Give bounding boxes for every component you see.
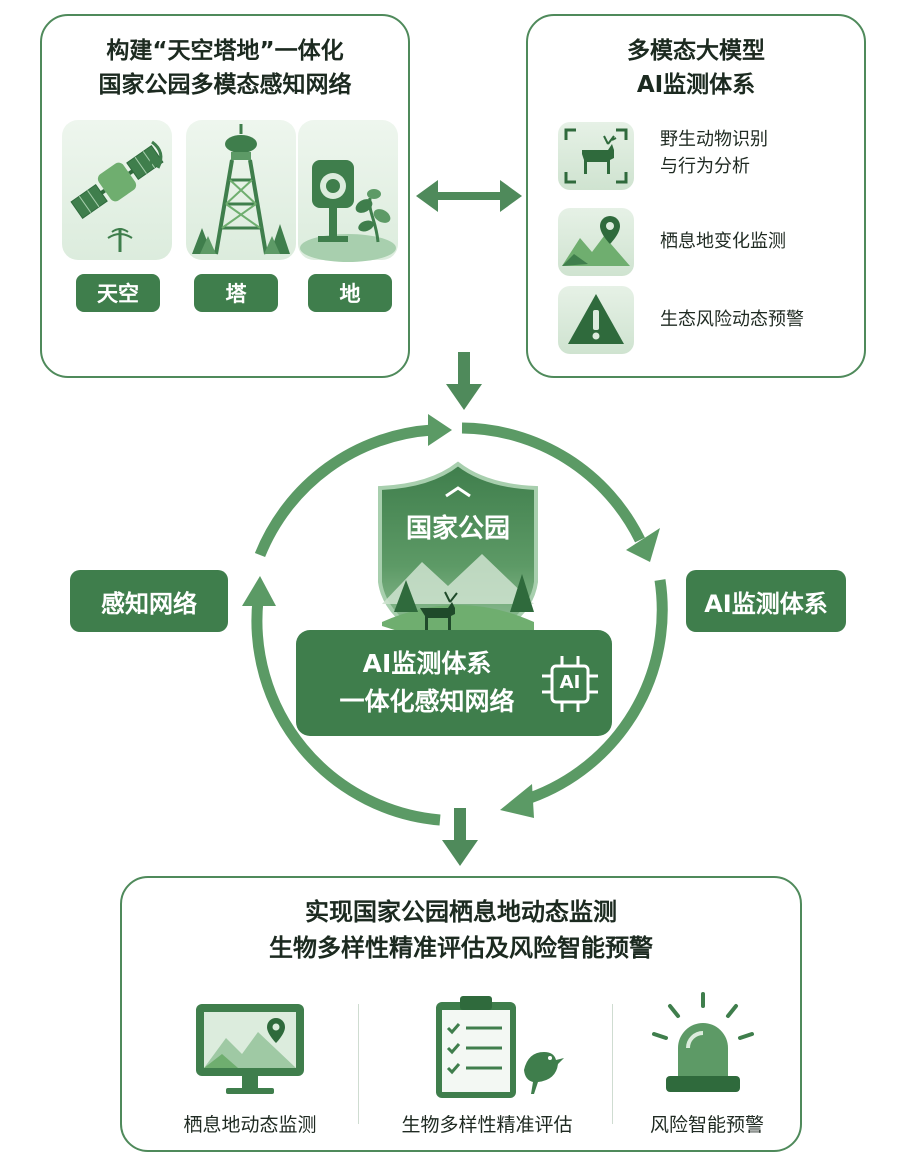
habitat-monitoring-caption: 栖息地动态监测	[183, 1114, 317, 1136]
down-arrow-to-results-icon	[442, 808, 478, 866]
ai-item-risk: 生态风险动态预警	[660, 309, 804, 330]
down-arrow-icon	[446, 352, 482, 410]
satellite-icon	[70, 140, 164, 252]
perception-title-line1: 构建“天空塔地”一体化	[106, 38, 344, 64]
sky-tile	[62, 120, 172, 260]
ai-item-wildlife-line1: 野生动物识别	[660, 129, 768, 150]
biodiversity-caption: 生物多样性精准评估	[401, 1114, 573, 1136]
cycle-arrows	[242, 414, 668, 826]
perception-network-panel: 构建“天空塔地”一体化 国家公园多模态感知网络 天空	[40, 14, 410, 378]
warning-tile	[558, 286, 634, 354]
habitat-map-tile	[558, 208, 634, 276]
ground-camera-icon	[300, 160, 396, 262]
habitat-map-icon	[562, 216, 630, 266]
ai-item-wildlife: 野生动物识别 与行为分析	[660, 126, 768, 180]
perception-title-line2: 国家公园多模态感知网络	[98, 72, 352, 98]
ai-monitoring-panel: 多模态大模型 AI监测体系 野生动物识别 与行为分析 栖息地变化监测 生态风险动…	[526, 14, 866, 378]
national-park-shield-icon	[378, 461, 538, 653]
deer-recognition-tile	[558, 122, 634, 190]
deer-recognition-icon	[564, 128, 628, 184]
divider-1	[358, 1004, 359, 1124]
ai-title-line2: AI监测体系	[636, 72, 756, 98]
ai-chip-icon	[542, 656, 598, 712]
ai-chip-label: AI	[559, 672, 581, 693]
national-park-badge-label: 国家公园	[405, 514, 510, 544]
outcomes-title-line1: 实现国家公园栖息地动态监测	[305, 898, 617, 926]
outcomes-title-line2: 生物多样性精准评估及风险智能预警	[269, 934, 653, 962]
integrated-line1: AI监测体系	[362, 649, 492, 678]
ground-tile	[298, 120, 398, 262]
integrated-line2: 一体化感知网络	[339, 687, 515, 716]
bidirectional-arrow-icon	[416, 180, 522, 212]
divider-2	[612, 1004, 613, 1124]
alarm-light-icon	[652, 992, 754, 1092]
tower-icon	[192, 124, 290, 255]
tower-tile	[186, 120, 296, 260]
ground-label: 地	[308, 274, 392, 312]
perception-network-label: 感知网络	[70, 570, 228, 632]
ai-item-wildlife-line2: 与行为分析	[660, 156, 750, 177]
ai-item-habitat: 栖息地变化监测	[660, 231, 786, 252]
tower-label: 塔	[194, 274, 278, 312]
risk-warning-caption: 风险智能预警	[649, 1114, 764, 1136]
ai-system-label: AI监测体系	[686, 570, 846, 632]
clipboard-bird-icon	[436, 996, 564, 1098]
warning-icon	[568, 294, 624, 344]
monitor-map-icon	[196, 1004, 304, 1094]
integrated-system-box: AI监测体系 一体化感知网络 AI	[296, 630, 612, 736]
outcomes-panel: 实现国家公园栖息地动态监测 生物多样性精准评估及风险智能预警 栖息地动态监测 生…	[120, 876, 802, 1152]
sky-label: 天空	[76, 274, 160, 312]
ai-title-line1: 多模态大模型	[627, 38, 765, 64]
